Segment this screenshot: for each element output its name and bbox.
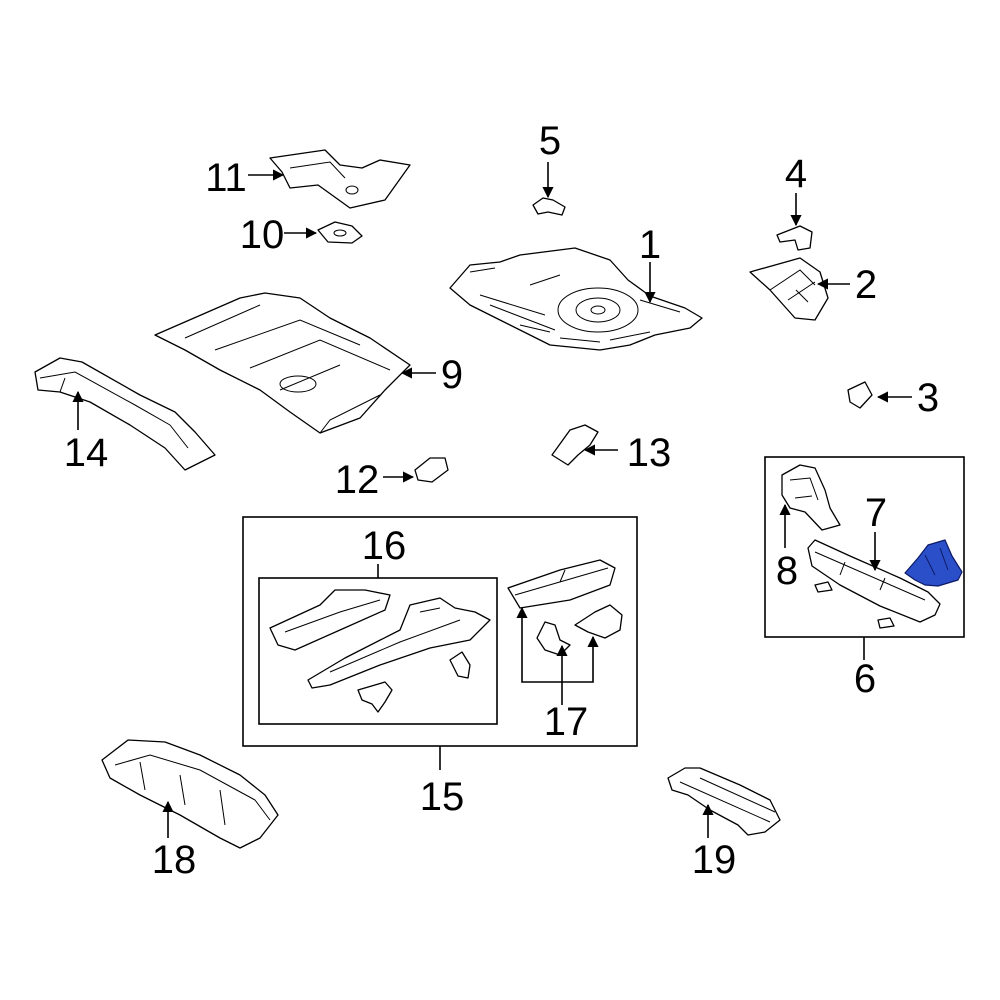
part-4-drawing[interactable] (776, 225, 813, 251)
part-19-drawing[interactable] (667, 767, 781, 836)
part-7-drawing[interactable] (807, 539, 941, 629)
callout-labels: 1 2 3 4 5 6 7 8 9 10 11 12 13 14 15 16 1… (64, 119, 939, 882)
callout-17[interactable]: 17 (544, 700, 589, 744)
callout-7[interactable]: 7 (865, 491, 887, 535)
part-7-highlighted-drawing[interactable] (904, 539, 963, 587)
callout-15[interactable]: 15 (420, 775, 465, 819)
part-9-drawing[interactable] (154, 292, 411, 434)
callout-2[interactable]: 2 (855, 263, 877, 307)
part-3-drawing[interactable] (847, 381, 873, 409)
callout-9[interactable]: 9 (441, 353, 463, 397)
callout-4[interactable]: 4 (785, 152, 807, 196)
part-18-drawing[interactable] (101, 739, 279, 849)
callout-19[interactable]: 19 (692, 838, 737, 882)
callout-6[interactable]: 6 (854, 657, 876, 701)
part-17-drawing[interactable] (507, 559, 623, 656)
leader-lines (72, 162, 912, 838)
part-10-drawing[interactable] (317, 221, 363, 244)
callout-5[interactable]: 5 (539, 119, 561, 163)
callout-3[interactable]: 3 (917, 376, 939, 420)
callout-18[interactable]: 18 (152, 838, 197, 882)
callout-13[interactable]: 13 (627, 431, 672, 475)
callout-8[interactable]: 8 (776, 549, 798, 593)
part-1-drawing[interactable] (449, 247, 703, 351)
part-16-drawing[interactable] (269, 589, 491, 713)
part-5-drawing[interactable] (532, 197, 566, 216)
part-2-drawing[interactable] (749, 257, 829, 321)
callout-12[interactable]: 12 (335, 458, 380, 502)
part-12-drawing[interactable] (414, 457, 449, 483)
callout-10[interactable]: 10 (240, 213, 285, 257)
callout-14[interactable]: 14 (64, 431, 109, 475)
part-14-drawing[interactable] (34, 357, 216, 471)
callout-16[interactable]: 16 (362, 524, 407, 568)
part-13-drawing[interactable] (551, 424, 599, 466)
callout-1[interactable]: 1 (639, 223, 661, 267)
part-8-drawing[interactable] (781, 464, 841, 531)
part-11-drawing[interactable] (269, 149, 411, 209)
callout-11[interactable]: 11 (205, 156, 247, 200)
